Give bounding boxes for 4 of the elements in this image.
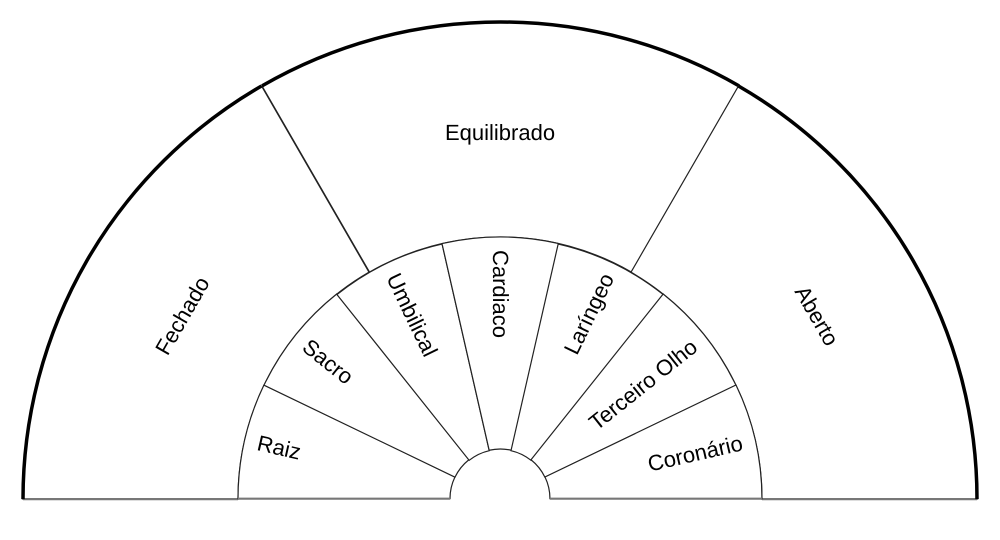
sector-label: Coronário [646, 432, 745, 476]
sector-label: Cardiaco [489, 250, 511, 338]
sector-label: Equilibrado [445, 122, 556, 144]
sector-label: Raiz [254, 432, 303, 464]
